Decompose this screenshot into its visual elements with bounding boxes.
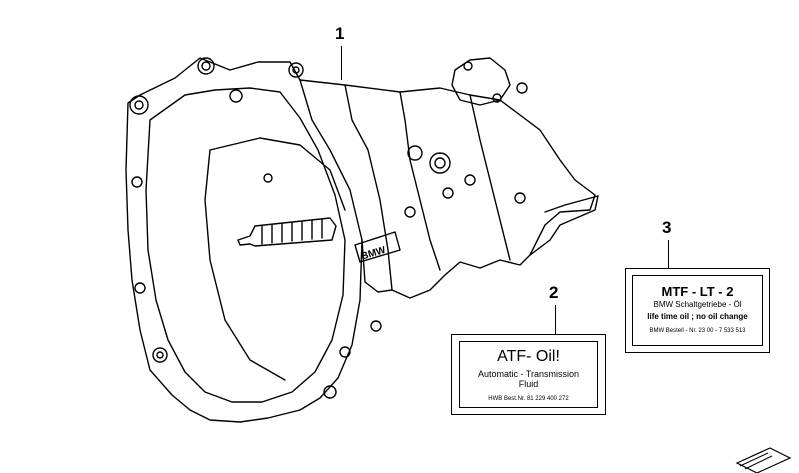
- boss: [404, 206, 416, 218]
- mounting-hole: [492, 93, 502, 103]
- mounting-hole: [229, 89, 243, 103]
- bell-housing-flange: [125, 57, 363, 423]
- shift-tower: [451, 57, 511, 106]
- mounting-hole: [339, 346, 351, 358]
- mounting-hole: [323, 385, 337, 399]
- mounting-hole: [288, 62, 304, 78]
- rear-mount: [529, 195, 599, 256]
- mounting-hole: [263, 173, 273, 183]
- leader-line-1: [341, 46, 342, 80]
- atf-label-part-number: HWB Best.Nr. 81 229 400 272: [488, 396, 569, 402]
- boss: [442, 187, 454, 199]
- leader-line-3: [668, 240, 669, 268]
- mounting-hole: [370, 320, 382, 332]
- boss: [464, 174, 476, 186]
- mtf-label-line1: BMW Schaltgetriebe - Öl: [653, 300, 742, 309]
- leader-line-2: [555, 305, 556, 334]
- mtf-oil-label: MTF - LT - 2 BMW Schaltgetriebe - Öl lif…: [625, 268, 770, 353]
- callout-2: 2: [549, 283, 559, 302]
- atf-oil-label: ATF- Oil! Automatic - Transmission Fluid…: [451, 334, 606, 415]
- input-shaft: [237, 217, 337, 247]
- atf-label-line1: Automatic - Transmission: [477, 369, 580, 379]
- mounting-hole: [152, 347, 168, 363]
- bell-interior: [204, 137, 346, 381]
- mounting-hole: [292, 66, 300, 74]
- mounting-hole: [197, 57, 215, 75]
- boss: [429, 152, 451, 174]
- mtf-label-part-number: BMW Bestell - Nr. 23 00 - 7 533 513: [649, 328, 746, 334]
- mounting-hole: [156, 351, 164, 359]
- callout-3: 3: [662, 218, 672, 237]
- boss: [434, 157, 446, 169]
- bmw-plate: [354, 231, 401, 263]
- mounting-hole: [201, 61, 211, 71]
- gearbox-case: [299, 79, 596, 299]
- mounting-hole: [516, 82, 528, 94]
- boss: [407, 145, 423, 161]
- bell-housing-inner: [145, 87, 346, 403]
- mounting-hole: [463, 61, 473, 71]
- atf-label-line2: Fluid: [518, 379, 539, 389]
- callout-1: 1: [335, 24, 345, 43]
- mounting-hole: [129, 95, 149, 115]
- mounting-hole: [131, 176, 143, 188]
- housing-lettering: BMW: [360, 245, 388, 263]
- mounting-hole: [134, 282, 146, 294]
- mtf-label-title: MTF - LT - 2: [661, 284, 734, 299]
- mtf-label-line2: life time oil ; no oil change: [647, 312, 748, 321]
- atf-label-title: ATF- Oil!: [497, 348, 560, 365]
- mounting-hole: [134, 100, 144, 110]
- page-corner-icon: [735, 447, 792, 473]
